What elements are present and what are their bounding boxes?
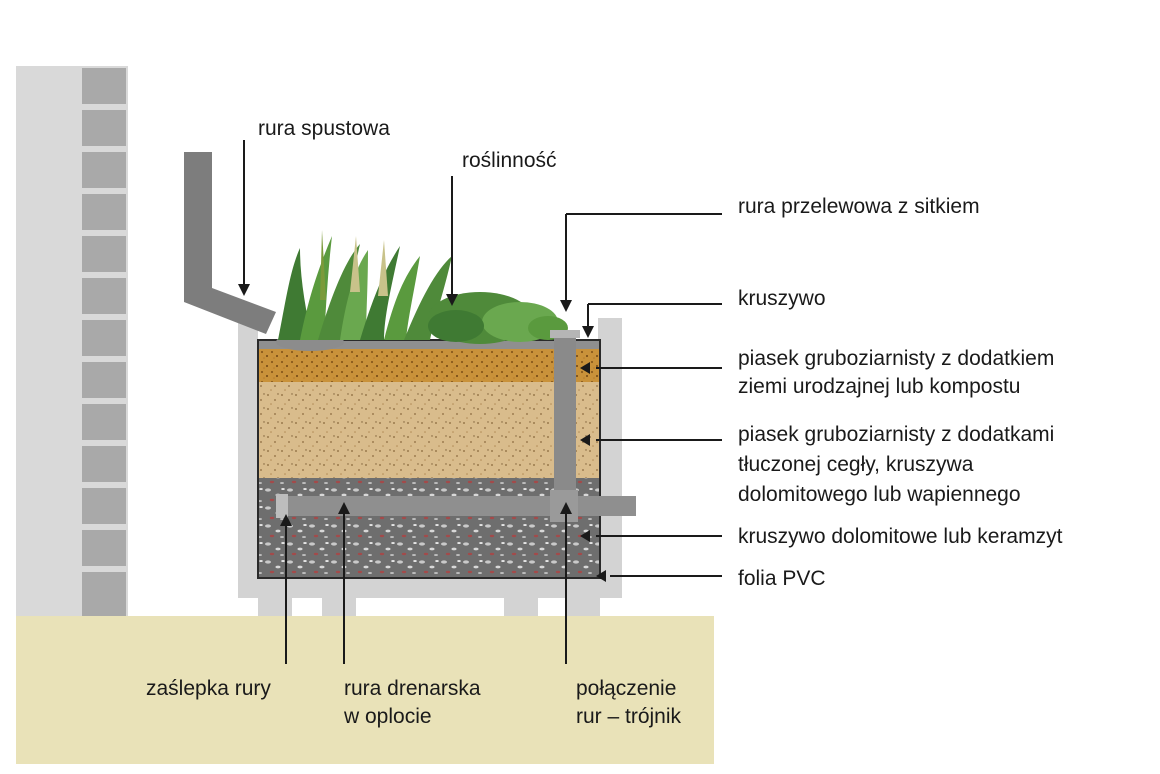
pipe-cap xyxy=(276,494,288,518)
label-downspout: rura spustowa xyxy=(258,117,390,140)
label-pipe-cap: zaślepka rury xyxy=(146,677,271,700)
vegetation xyxy=(276,230,568,351)
label-gravel-layer: kruszywo dolomitowe lub keramzyt xyxy=(738,525,1063,548)
label-sand-layer-line3: dolomitowego lub wapiennego xyxy=(738,483,1021,506)
planter-frame xyxy=(238,318,622,616)
drain-pipe xyxy=(276,496,636,516)
label-tee-line2: rur – trójnik xyxy=(576,705,682,728)
label-aggregate: kruszywo xyxy=(738,287,826,310)
ground xyxy=(16,616,714,764)
label-topsoil-layer-line1: piasek gruboziarnisty z dodatkiem xyxy=(738,347,1055,370)
label-vegetation: roślinność xyxy=(462,149,557,172)
label-topsoil-layer-line2: ziemi urodzajnej lub kompostu xyxy=(738,375,1021,398)
brick-column xyxy=(82,68,126,616)
downspout-pipe xyxy=(184,152,276,334)
label-drain-pipe-line2: w oplocie xyxy=(344,705,432,728)
label-tee-line1: połączenie xyxy=(576,677,677,700)
leader-arrowheads xyxy=(238,284,606,582)
label-overflow-pipe: rura przelewowa z sitkiem xyxy=(738,195,980,218)
leader-lines xyxy=(243,140,722,664)
overflow-pipe xyxy=(554,334,576,496)
label-drain-pipe-line1: rura drenarska xyxy=(344,677,481,700)
overflow-pipe-cap xyxy=(550,330,580,338)
aggregate-top xyxy=(258,340,600,349)
label-foil: folia PVC xyxy=(738,567,826,590)
label-sand-layer-line2: tłuczonej cegły, kruszywa xyxy=(738,453,974,476)
label-sand-layer-line1: piasek gruboziarnisty z dodatkami xyxy=(738,423,1055,446)
